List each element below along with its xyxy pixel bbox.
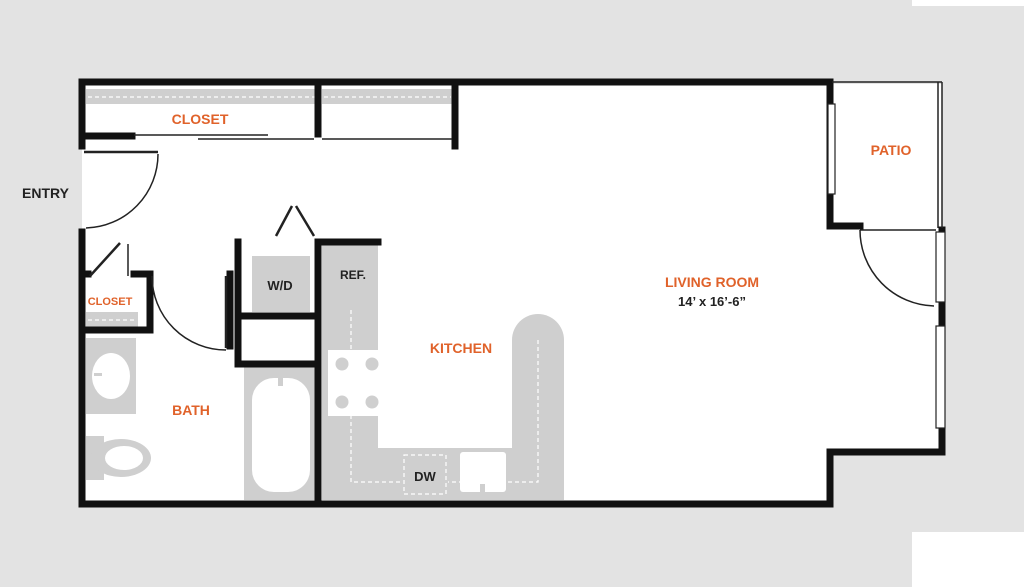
- patio-floor: [830, 84, 942, 230]
- kitchen-faucet: [480, 484, 485, 496]
- burner-1: [335, 357, 349, 371]
- dishwasher-dash: [403, 454, 447, 495]
- patio-label: PATIO: [871, 142, 912, 158]
- burner-4: [365, 395, 379, 409]
- outside-corner-bottom-right: [912, 532, 1024, 587]
- window-patio: [827, 103, 836, 195]
- exterior-wall-top: [78, 78, 864, 230]
- bath-label: BATH: [172, 402, 210, 418]
- closet-small-label: CLOSET: [88, 296, 133, 308]
- bath-wall-vertical: [234, 312, 322, 368]
- wd-bifold-door-right: [294, 205, 316, 237]
- window-living-2: [935, 325, 946, 429]
- entry-door-swing: [85, 153, 159, 229]
- kitchen-label: KITCHEN: [430, 340, 492, 356]
- faucet: [94, 373, 102, 376]
- patio-door-swing: [859, 229, 935, 307]
- bathtub-basin: [252, 378, 310, 492]
- window-living-1: [935, 231, 946, 303]
- bath-door-swing: [151, 275, 227, 351]
- cooktop: [328, 350, 386, 416]
- small-closet-wall: [80, 270, 154, 334]
- sink-basin: [92, 353, 130, 399]
- entry-label: ENTRY: [22, 185, 70, 201]
- bottom-right-notch: [832, 454, 944, 506]
- dishwasher-label: DW: [414, 469, 436, 484]
- burner-2: [365, 357, 379, 371]
- burner-3: [335, 395, 349, 409]
- toilet-seat: [105, 446, 143, 470]
- living-extension-floor: [830, 228, 942, 452]
- refrigerator-label: REF.: [340, 268, 366, 282]
- wd-bifold-door-left: [274, 205, 294, 237]
- washer-dryer-label: W/D: [267, 278, 292, 293]
- refrigerator: [322, 243, 378, 305]
- outside-corner-top-right: [912, 0, 1024, 6]
- living-room-label: LIVING ROOM: [665, 274, 759, 290]
- kitchen-sink: [460, 452, 506, 492]
- tub-spout: [278, 374, 283, 386]
- dishwasher: [402, 453, 448, 496]
- living-room-size: 14’ x 16’-6”: [678, 294, 746, 309]
- small-closet-door-1: [89, 242, 121, 277]
- closet-top-label: CLOSET: [172, 111, 229, 127]
- washer-dryer: [252, 256, 310, 312]
- main-floor: [82, 82, 830, 504]
